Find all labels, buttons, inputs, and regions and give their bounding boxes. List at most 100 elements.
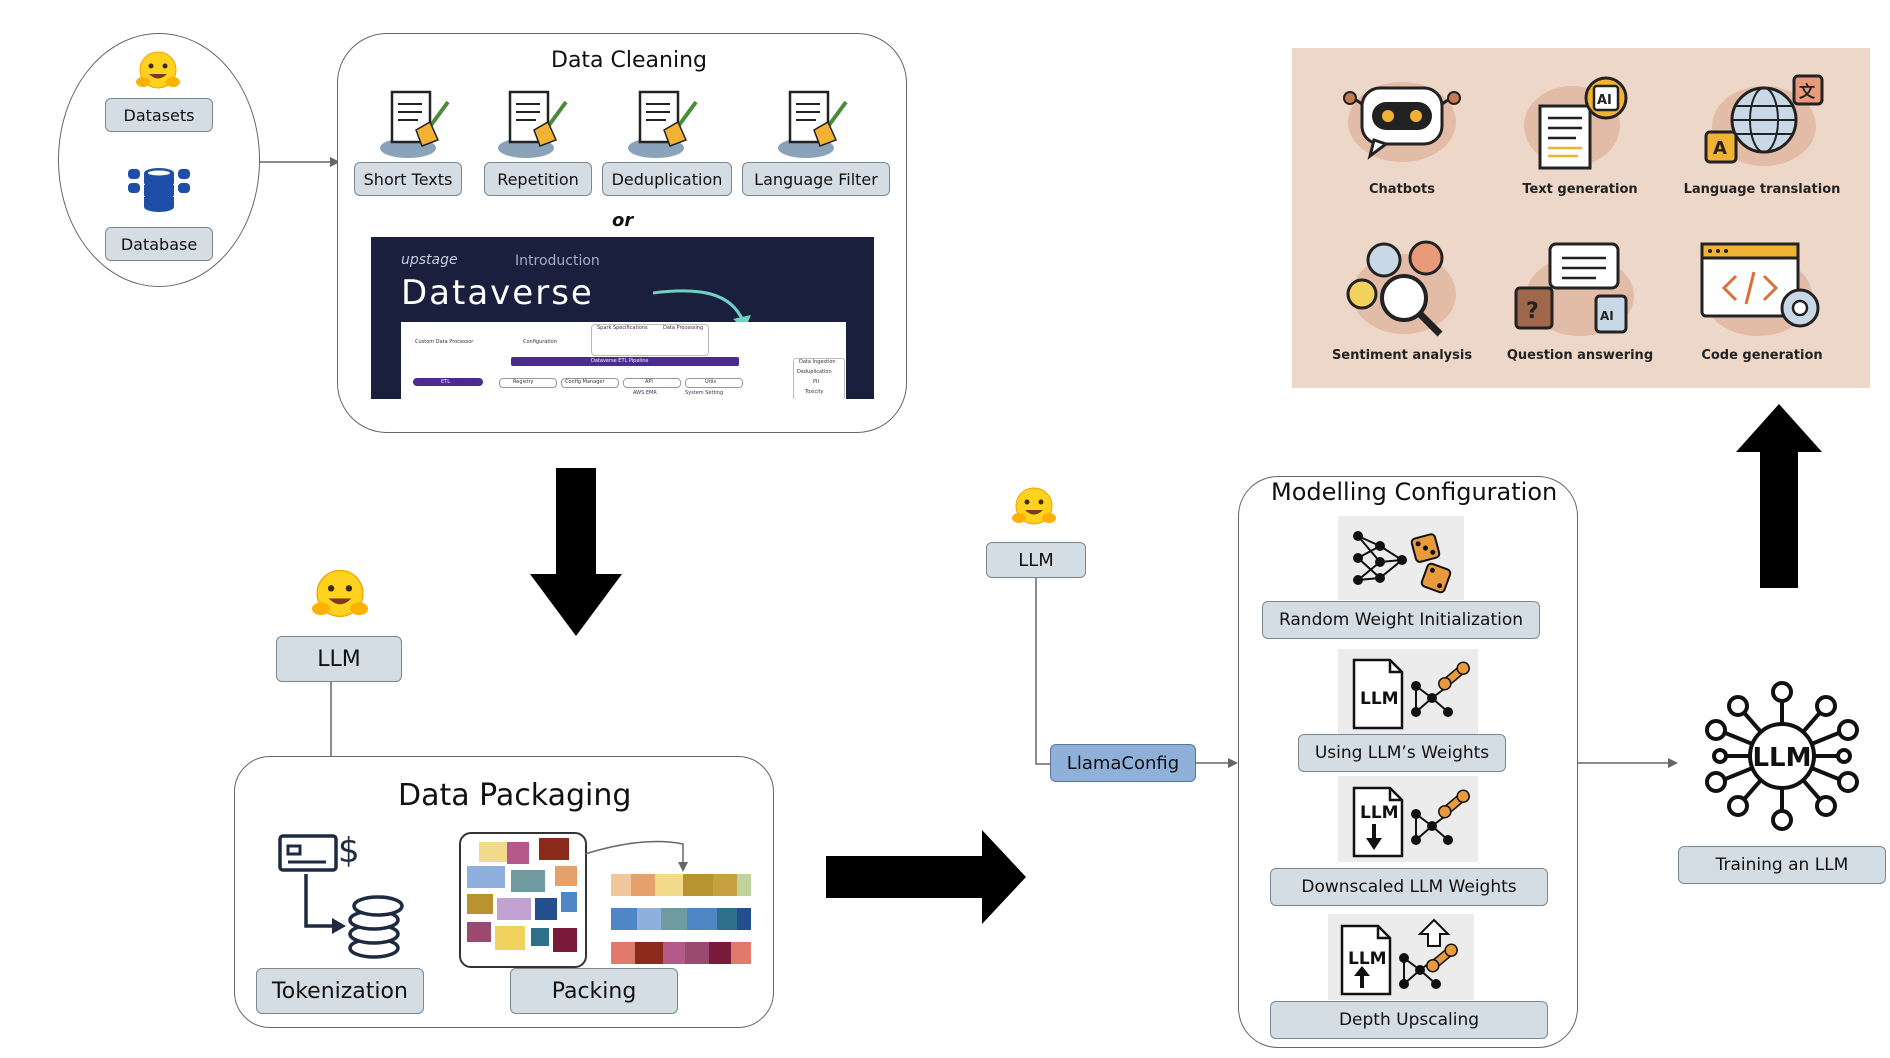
app-label-text-generation: Text generation [1522,182,1638,197]
llm-doc-text: LLM [1348,949,1387,969]
dataverse-brand: upstage [401,252,458,268]
mini-label: Spark Specifications [597,325,648,331]
llamaconfig-label: LlamaConfig [1066,752,1180,774]
packaging-llm-pill[interactable]: LLM [276,636,402,682]
llm-document-network-icon: LLM [1352,658,1470,730]
app-label-code-generation: Code generation [1701,348,1823,363]
dataverse-intro: Introduction [515,253,600,269]
llm-network-text: LLM [1752,743,1811,773]
llamaconfig-pill[interactable]: LlamaConfig [1050,744,1196,782]
tokenization-pill[interactable]: Tokenization [256,968,424,1014]
step-deduplication[interactable]: Deduplication [602,162,732,196]
dataverse-mini-diagram: Spark Specifications Data Processing Cus… [401,322,846,399]
step-label: Repetition [497,169,579,189]
packing-arrow [584,840,688,872]
llm-upscale-icon: LLM [1340,918,1458,996]
svg-text:?: ? [1526,299,1539,324]
option-llm-weights[interactable]: Using LLM’s Weights [1298,734,1506,772]
llm-doc-text: LLM [1360,803,1399,823]
language-translation-icon: A 文 [1704,74,1824,166]
sentiment-analysis-icon [1346,240,1456,337]
database-icon [128,168,190,212]
tokenization-label: Tokenization [272,978,408,1004]
mini-label: AWS EMR [633,390,657,396]
dataverse-title: Dataverse [401,273,594,313]
step-language-filter[interactable]: Language Filter [742,162,890,196]
or-label: or [612,210,634,231]
llm-network-icon: LLM [1705,681,1859,831]
dataverse-panel: upstage Introduction Dataverse Spark Spe… [371,237,874,399]
llm-to-llamaconfig-line [1035,578,1056,765]
code-generation-icon [1700,242,1820,336]
down-arrow [530,468,622,636]
config-to-training-arrow [1578,758,1678,768]
mini-label: PII [813,379,819,385]
step-label: Deduplication [611,169,723,189]
option-label: Depth Upscaling [1338,1010,1480,1030]
step-short-texts[interactable]: Short Texts [354,162,462,196]
mini-label: Deduplication [797,369,832,375]
modelling-config-title: Modelling Configuration [1271,478,1558,506]
neural-network-dice-icon [1353,531,1452,594]
step-repetition[interactable]: Repetition [484,162,592,196]
step-label: Language Filter [754,169,878,189]
chatbot-icon [1343,82,1461,162]
llm-downscale-icon: LLM [1352,786,1470,858]
mini-label: ETL [441,379,450,385]
option-random-init[interactable]: Random Weight Initialization [1262,601,1540,639]
svg-text:AI: AI [1597,93,1612,108]
datasets-pill[interactable]: Datasets [105,98,213,132]
training-label: Training an LLM [1715,855,1849,875]
llamaconfig-to-config-arrow [1196,758,1238,768]
option-downscaled[interactable]: Downscaled LLM Weights [1270,868,1548,906]
mini-label: Toxicity [805,389,824,395]
mini-label: System Setting [685,390,724,396]
packing-pill[interactable]: Packing [510,968,678,1014]
app-label-language-translation: Language translation [1683,182,1841,197]
app-label-question-answering: Question answering [1506,348,1654,363]
app-label-chatbots: Chatbots [1369,182,1435,197]
mini-label: Utils [705,379,717,385]
document-broom-icon [778,90,848,158]
option-depth-upscaling[interactable]: Depth Upscaling [1270,1001,1548,1039]
llm-label: LLM [317,646,361,672]
up-arrow [1736,404,1822,588]
mini-label: Config Manager [565,379,605,385]
training-pill[interactable]: Training an LLM [1678,846,1886,884]
svg-text:AI: AI [1600,309,1614,323]
mini-label: Configuration [523,339,557,345]
datasets-label: Datasets [123,105,195,125]
svg-text:$: $ [338,831,360,871]
mini-label: Data Processing [663,325,704,331]
mini-label: Custom Data Processor [415,339,474,345]
database-pill[interactable]: Database [105,227,213,261]
database-label: Database [120,234,198,254]
option-label: Random Weight Initialization [1278,610,1524,630]
sources-to-cleaning-arrow [260,157,340,167]
option-label: Using LLM’s Weights [1314,743,1490,763]
app-label-sentiment-analysis: Sentiment analysis [1331,348,1473,363]
data-cleaning-title: Data Cleaning [551,48,707,73]
option-label: Downscaled LLM Weights [1301,877,1517,897]
document-broom-icon [628,90,698,158]
document-broom-icon [380,90,450,158]
mini-label: Registry [513,379,534,385]
mini-label: API [645,379,653,385]
hugging-face-icon [312,569,368,617]
llm-doc-text: LLM [1360,689,1399,709]
llm-label: LLM [1018,549,1054,571]
document-broom-icon [498,90,568,158]
tokenization-icon: $ [278,831,404,959]
text-generation-icon: AI [1524,76,1628,170]
step-label: Short Texts [363,169,453,189]
packing-bag-items [467,838,577,952]
hugging-face-icon [1012,487,1056,525]
packed-rows [611,874,751,964]
config-llm-pill[interactable]: LLM [986,542,1086,578]
hugging-face-icon [136,51,180,89]
svg-text:A: A [1713,138,1727,159]
packing-label: Packing [551,978,637,1004]
data-packaging-title: Data Packaging [398,778,632,813]
svg-text:文: 文 [1799,82,1816,101]
right-arrow [826,830,1026,924]
